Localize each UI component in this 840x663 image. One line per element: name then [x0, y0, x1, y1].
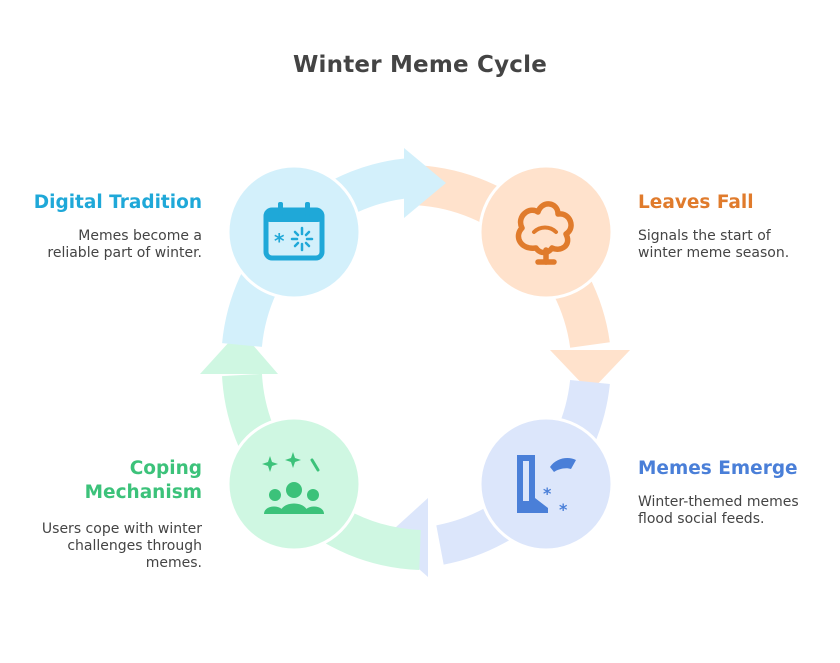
desc-line: Users cope with winter	[41, 521, 202, 537]
label-line: Mechanism	[84, 482, 202, 503]
stage-label-digital-tradition: Digital Tradition	[33, 192, 202, 213]
arrow-cyan	[404, 148, 446, 218]
page-title: Winter Meme Cycle	[292, 52, 548, 78]
stage-label-memes-emerge: Memes Emerge	[638, 458, 798, 479]
group-celebration-icon	[262, 452, 324, 514]
circle-memes-emerge	[478, 416, 614, 552]
desc-line: reliable part of winter.	[47, 245, 202, 261]
desc-line: Winter-themed memes	[638, 494, 799, 510]
desc-line: winter meme season.	[638, 245, 790, 261]
stage-label-leaves-fall: Leaves Fall	[638, 192, 754, 213]
stage-desc-memes-emerge: Winter-themed memes flood social feeds.	[638, 494, 828, 528]
stage-desc-digital-tradition: Memes become a reliable part of winter.	[0, 228, 202, 262]
cold-weather-icon: * *	[517, 455, 576, 519]
stage-desc-leaves-fall: Signals the start of winter meme season.	[638, 228, 828, 262]
circle-leaves-fall	[478, 164, 614, 300]
label-line: Coping	[129, 458, 202, 479]
stage-label-coping-mechanism: Coping Mechanism	[0, 457, 202, 505]
svg-text:*: *	[274, 229, 285, 253]
arrow-orange	[550, 350, 630, 392]
desc-line: memes.	[145, 555, 202, 571]
desc-line: flood social feeds.	[638, 511, 765, 527]
calendar-icon: *	[263, 202, 325, 261]
desc-line: Memes become a	[78, 228, 202, 244]
stage-desc-coping-mechanism: Users cope with winter challenges throug…	[0, 521, 202, 572]
desc-line: challenges through	[67, 538, 202, 554]
desc-line: Signals the start of	[638, 228, 771, 244]
svg-text:*: *	[543, 484, 552, 503]
tree-icon	[515, 201, 574, 265]
arrow-green	[200, 330, 278, 374]
svg-text:*: *	[559, 500, 568, 519]
